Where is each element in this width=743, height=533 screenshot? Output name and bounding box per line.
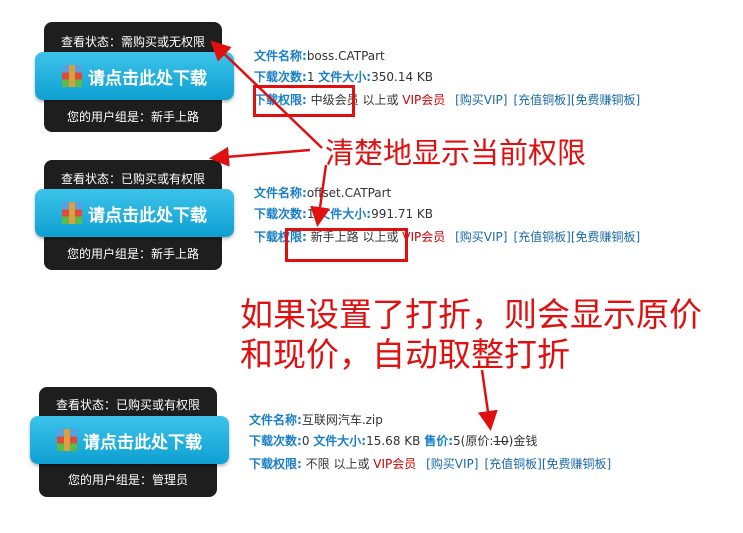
file-name: offset.CATPart <box>306 186 392 200</box>
recharge-link[interactable]: [充值铜板] <box>513 230 571 244</box>
label: 下载权限: <box>254 230 307 244</box>
label: 下载次数: <box>254 70 307 84</box>
highlight-box <box>253 85 355 117</box>
recharge-link[interactable]: [充值铜板] <box>513 93 571 107</box>
vip-text: VIP会员 <box>402 93 446 107</box>
arrow <box>209 146 311 167</box>
label: 文件大小: <box>318 70 372 84</box>
original-price: 10 <box>493 434 509 448</box>
file-size: 350.14 KB <box>371 70 433 84</box>
buy-vip-link[interactable]: [购买VIP] <box>455 93 508 107</box>
buy-vip-link[interactable]: [购买VIP] <box>455 230 508 244</box>
label: 下载次数: <box>254 207 307 221</box>
file-size: 15.68 KB <box>366 434 421 448</box>
price: 5 <box>453 434 461 448</box>
user-group-text: 您的用户组是：管理员 <box>67 473 188 487</box>
download-button[interactable]: 请点击此处下载 <box>30 416 229 464</box>
earn-free-link[interactable]: [免费赚铜板] <box>570 230 641 244</box>
archive-icon <box>57 429 77 451</box>
download-label: 请点击此处下载 <box>88 205 207 226</box>
annotation-discount: 如果设置了打折，则会显示原价 和现价，自动取整打折 <box>240 295 702 375</box>
download-count: 0 <box>301 434 310 448</box>
label: 下载权限: <box>249 457 302 471</box>
arrow <box>310 164 330 227</box>
archive-icon <box>62 65 82 87</box>
arrow <box>477 369 498 431</box>
vip-text: VIP会员 <box>402 230 446 244</box>
permission: 新手上路 以上或 <box>310 230 399 244</box>
file-info: 文件名称:互联网汽车.zip 下载次数:0 文件大小:15.68 KB 售价:5… <box>249 410 611 475</box>
download-label: 请点击此处下载 <box>83 432 202 453</box>
download-button[interactable]: 请点击此处下载 <box>35 189 234 237</box>
earn-free-link[interactable]: [免费赚铜板] <box>570 93 641 107</box>
permission: 不限 以上或 <box>305 457 370 471</box>
buy-vip-link[interactable]: [购买VIP] <box>426 457 479 471</box>
annotation-permission: 清楚地显示当前权限 <box>325 136 587 170</box>
file-name: boss.CATPart <box>306 49 385 63</box>
archive-icon <box>62 202 82 224</box>
highlight-box <box>285 228 408 262</box>
label: 下载次数: <box>249 434 302 448</box>
currency: )金钱 <box>508 434 538 448</box>
download-count: 1 <box>306 70 315 84</box>
label: 文件大小: <box>313 434 367 448</box>
label: 文件大小: <box>318 207 372 221</box>
orig-price-prefix: (原价: <box>460 434 494 448</box>
user-group-text: 您的用户组是：新手上路 <box>66 110 199 124</box>
annotation-line: 如果设置了打折，则会显示原价 <box>240 295 702 334</box>
file-info: 文件名称:offset.CATPart 下载次数:1 文件大小:991.71 K… <box>254 183 640 248</box>
recharge-link[interactable]: [充值铜板] <box>484 457 542 471</box>
annotation-line: 和现价，自动取整打折 <box>240 335 570 374</box>
earn-free-link[interactable]: [免费赚铜板] <box>541 457 612 471</box>
file-size: 991.71 KB <box>371 207 433 221</box>
status-text: 查看状态：需购买或无权限 <box>60 35 205 49</box>
status-text: 查看状态：已购买或有权限 <box>55 398 200 412</box>
download-button[interactable]: 请点击此处下载 <box>35 52 234 100</box>
status-text: 查看状态：已购买或有权限 <box>60 172 205 186</box>
user-group-text: 您的用户组是：新手上路 <box>66 247 199 261</box>
download-label: 请点击此处下载 <box>88 68 207 89</box>
file-name: 互联网汽车.zip <box>301 413 383 427</box>
arrow <box>210 40 323 149</box>
label: 售价: <box>424 434 454 448</box>
label: 文件名称: <box>249 413 302 427</box>
label: 文件名称: <box>254 49 307 63</box>
label: 文件名称: <box>254 186 307 200</box>
vip-text: VIP会员 <box>373 457 417 471</box>
file-info: 文件名称:boss.CATPart 下载次数:1 文件大小:350.14 KB … <box>254 46 640 111</box>
